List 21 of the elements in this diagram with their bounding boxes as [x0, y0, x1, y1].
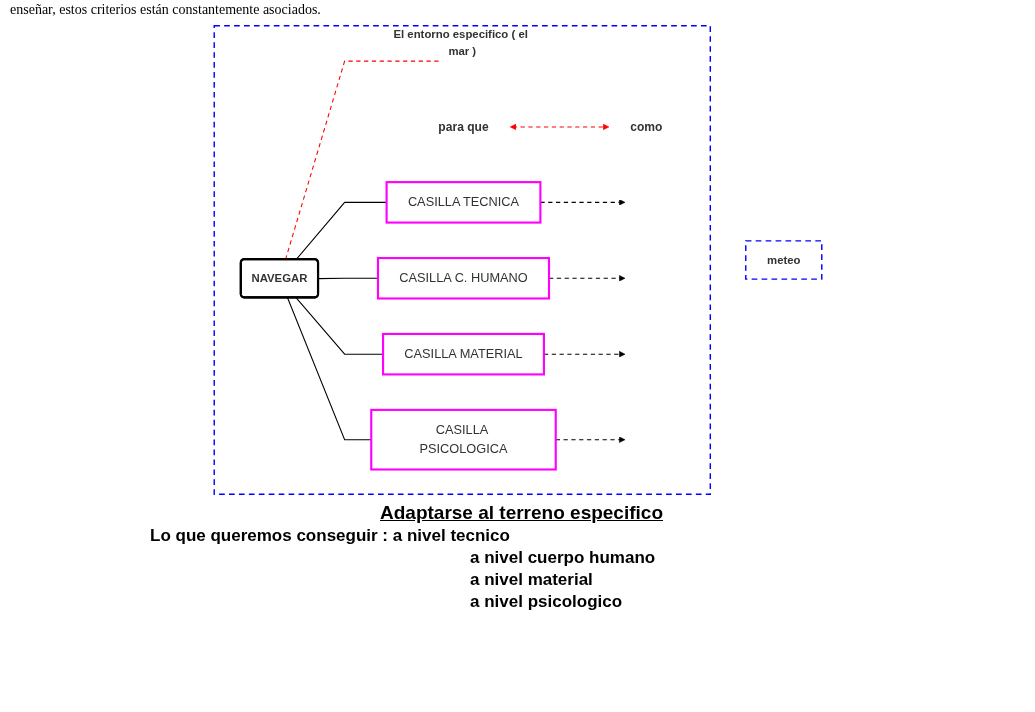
connector: [317, 277, 378, 280]
connector: [284, 60, 443, 260]
heading-text: Adaptarse al terreno especifico: [380, 502, 664, 524]
diagram: El entorno especifico ( el mar ) para que como NAVEGAR CASILLA TECNICA CASILLA C. HUMANO CASILLA MATERIAL CASILLA PSICOLOGICA meteo: [17, 20, 1018, 500]
node-box: [369, 408, 557, 471]
arrow: [509, 123, 609, 131]
goal-text: Lo que queremos conseguir : a nivel tecnico: [150, 526, 511, 546]
connector: [295, 201, 387, 260]
node-text: como: [629, 120, 662, 134]
node-box: [376, 257, 550, 300]
goal-text: a nivel cuerpo humano: [470, 548, 657, 568]
node-box: [385, 181, 541, 224]
goal-text: a nivel psicologico: [470, 592, 624, 612]
node-box: [381, 332, 545, 376]
node-text: para que: [437, 120, 489, 134]
intro-text: enseñar, estos criterios están constantemente asociados.: [10, 2, 322, 18]
goal-text: a nivel material: [470, 570, 594, 590]
arrow: [539, 199, 625, 206]
cluster: [213, 24, 711, 496]
node-box: [744, 240, 822, 280]
arrow: [548, 275, 625, 282]
